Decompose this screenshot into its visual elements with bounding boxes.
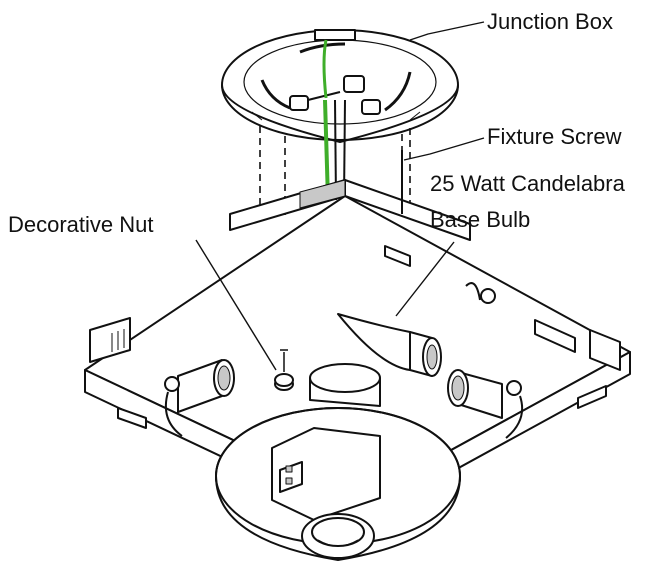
label-bulb-line1: 25 Watt Candelabra xyxy=(430,171,625,196)
fixture-screw-leader xyxy=(403,137,485,161)
bulb-leader xyxy=(395,241,455,317)
junction-box-leader xyxy=(409,21,485,41)
decorative-nut-leader xyxy=(195,239,277,371)
label-bulb-line2: Base Bulb xyxy=(430,207,531,232)
right-socket xyxy=(447,369,524,439)
left-socket xyxy=(164,359,235,437)
center-stem xyxy=(309,363,381,407)
candelabra-bulb xyxy=(337,313,442,377)
label-junction-box: Junction Box xyxy=(487,9,613,34)
junction-box-plate xyxy=(221,29,459,143)
decorative-nut xyxy=(274,349,294,391)
label-decorative-nut: Decorative Nut xyxy=(8,212,154,237)
label-fixture-screw: Fixture Screw xyxy=(487,124,622,149)
sensor-housing xyxy=(215,407,461,561)
callout-lines xyxy=(195,21,485,371)
